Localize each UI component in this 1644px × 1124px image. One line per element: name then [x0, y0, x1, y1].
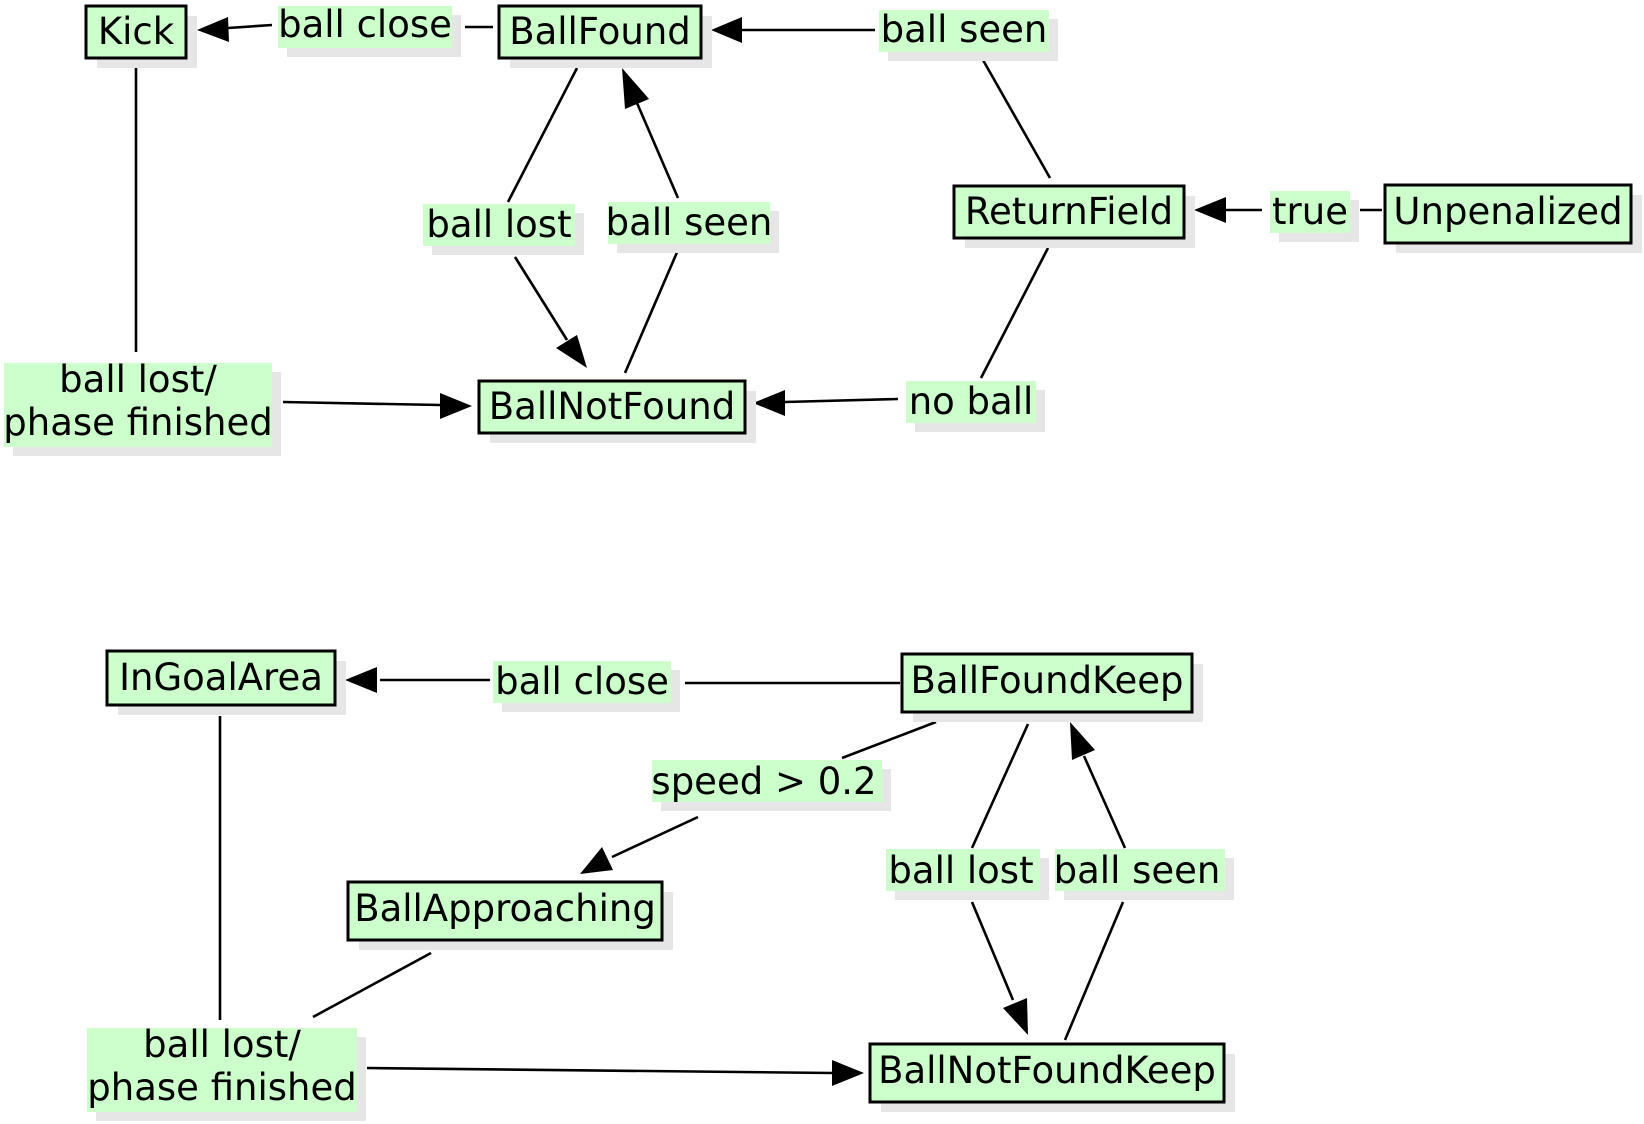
- label-true-text: true: [1272, 190, 1348, 233]
- arrow-into-ballnotfoundkeep-top: [1003, 998, 1028, 1035]
- label-ball-lost: ball lost: [423, 203, 584, 255]
- state-ballnotfound-label: BallNotFound: [489, 385, 735, 428]
- edge-ballseen-to-ballfoundkeep: [1082, 755, 1127, 849]
- arrow-into-ballfound-right: [711, 17, 742, 43]
- edge-speed-to-ballapproaching: [611, 815, 699, 859]
- state-ballnotfoundkeep: BallNotFoundKeep: [868, 1042, 1235, 1112]
- diagram-1: Kick BallFound ReturnField Unpenalized B…: [3, 3, 1642, 456]
- state-ballfoundkeep-label: BallFoundKeep: [910, 659, 1183, 702]
- state-kick: Kick: [84, 4, 197, 68]
- diagram2-edges: [218, 667, 1127, 1086]
- edge-ballapproaching-to-balllostphase: [312, 951, 432, 1019]
- label-ball-lost-phase-keep-line1: ball lost/: [143, 1023, 301, 1066]
- label-no-ball-text: no ball: [909, 380, 1034, 423]
- label-ball-seen-keep: ball seen: [1054, 849, 1234, 900]
- label-true: true: [1270, 190, 1359, 242]
- arrow-into-kick: [197, 17, 229, 42]
- label-speed: speed > 0.2: [651, 760, 891, 811]
- state-returnfield-label: ReturnField: [965, 190, 1173, 233]
- state-unpenalized: Unpenalized: [1383, 183, 1642, 253]
- state-ballapproaching: BallApproaching: [346, 880, 673, 950]
- diagram-2: InGoalArea BallFoundKeep BallApproaching…: [87, 649, 1235, 1121]
- edge-returnfield-to-ballseen: [981, 59, 1052, 179]
- label-ball-lost-phase-finished-keep: ball lost/ phase finished: [87, 1023, 366, 1121]
- state-ballnotfound: BallNotFound: [477, 379, 756, 443]
- state-unpenalized-label: Unpenalized: [1393, 190, 1622, 233]
- state-ballapproaching-label: BallApproaching: [354, 887, 656, 930]
- label-ball-lost-text: ball lost: [426, 203, 571, 246]
- arrow-into-ballnotfound-right: [753, 390, 785, 416]
- label-ball-close-text: ball close: [278, 3, 452, 46]
- edge-balllost-to-ballnotfound: [513, 256, 569, 341]
- arrow-into-ballfoundkeep-bottom: [1070, 722, 1095, 760]
- state-ballfound: BallFound: [497, 4, 712, 68]
- label-ball-lost-keep: ball lost: [886, 849, 1049, 900]
- state-ingoalarea-label: InGoalArea: [119, 656, 323, 699]
- edge-balllost-to-ballnotfoundkeep: [970, 901, 1015, 1001]
- state-returnfield: ReturnField: [952, 184, 1195, 248]
- state-kick-label: Kick: [98, 10, 175, 53]
- arrow-into-ballfound-bottom: [622, 68, 649, 109]
- state-ballfoundkeep: BallFoundKeep: [900, 652, 1203, 722]
- label-speed-text: speed > 0.2: [651, 760, 876, 803]
- label-ball-seen-keep-text: ball seen: [1054, 849, 1221, 892]
- edge-balllostphase-to-ballnotfoundkeep: [366, 1066, 833, 1075]
- diagram1-edges: [134, 17, 1382, 419]
- edge-ballnotfound-to-ballseen: [623, 249, 680, 374]
- label-ball-seen-top: ball seen: [879, 8, 1058, 61]
- state-ballfound-label: BallFound: [509, 10, 691, 53]
- edge-ballseen-to-ballfound: [635, 102, 680, 199]
- label-ball-lost-keep-text: ball lost: [888, 849, 1033, 892]
- state-ingoalarea: InGoalArea: [105, 649, 346, 715]
- label-ball-seen-text: ball seen: [606, 201, 773, 244]
- edge-noball-to-ballnotfound: [784, 397, 899, 404]
- edge-returnfield-to-noball: [979, 247, 1050, 379]
- arrow-into-ballnotfound-left: [440, 393, 472, 419]
- label-ball-close-keep-text: ball close: [495, 660, 669, 703]
- edge-ballfound-to-kick: [227, 23, 273, 30]
- label-ball-lost-phase-line2: phase finished: [3, 401, 272, 444]
- state-ballnotfoundkeep-label: BallNotFoundKeep: [878, 1049, 1216, 1092]
- label-no-ball: no ball: [906, 380, 1045, 432]
- arrow-into-returnfield: [1194, 197, 1226, 223]
- arrow-into-ingoalarea: [345, 667, 377, 693]
- label-ball-seen-top-text: ball seen: [881, 8, 1048, 51]
- arrow-into-ballnotfoundkeep-left: [832, 1060, 864, 1086]
- edge-ballfoundkeep-to-speed: [841, 720, 937, 760]
- label-ball-close: ball close: [278, 3, 461, 57]
- edge-ballnotfoundkeep-to-ballseen: [1063, 901, 1125, 1041]
- edge-ballfound-to-balllost: [506, 67, 579, 203]
- label-ball-lost-phase-finished: ball lost/ phase finished: [3, 358, 281, 456]
- label-ball-lost-phase-keep-line2: phase finished: [87, 1066, 356, 1109]
- edge-balllostphase-to-ballnotfound: [282, 400, 441, 407]
- label-ball-seen: ball seen: [606, 201, 779, 253]
- arrow-into-ballapproaching: [580, 847, 613, 874]
- label-ball-lost-phase-line1: ball lost/: [59, 358, 217, 401]
- edge-ballfoundkeep-to-balllost: [970, 723, 1030, 849]
- label-ball-close-keep: ball close: [493, 660, 680, 712]
- arrow-into-ballnotfound-top: [556, 335, 587, 368]
